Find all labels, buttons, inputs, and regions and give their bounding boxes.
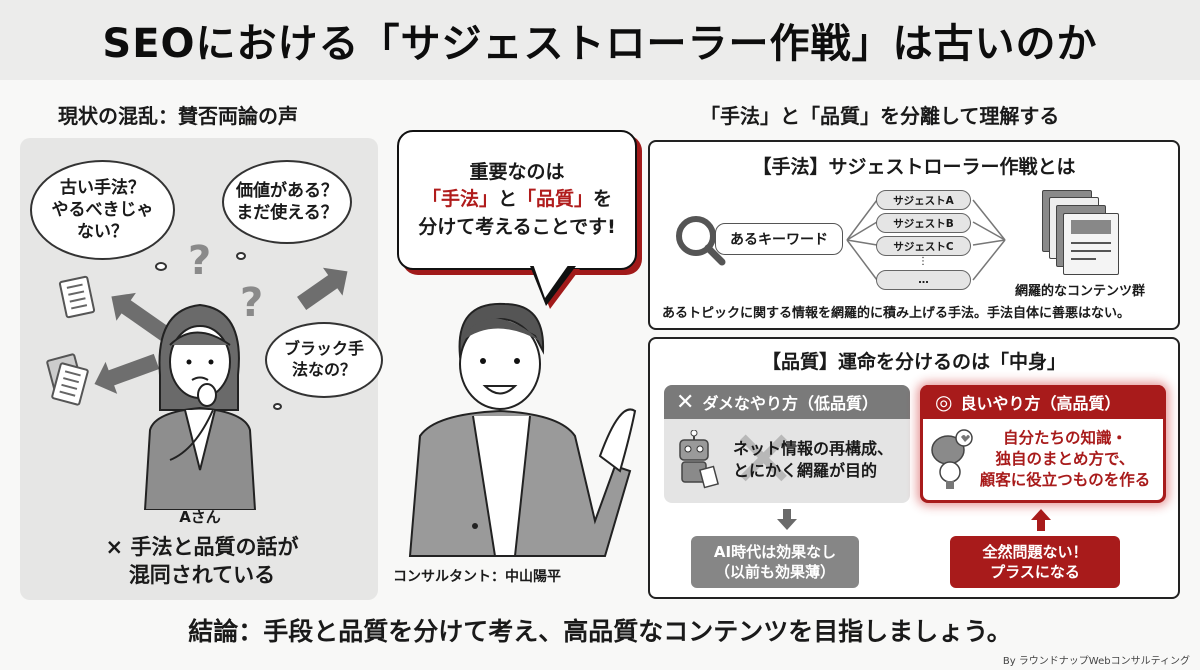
bubble-line: やるべきじゃ bbox=[51, 199, 154, 220]
robot-icon bbox=[679, 430, 720, 489]
magnifier-icon bbox=[676, 216, 726, 266]
brain-lightbulb-icon bbox=[931, 429, 973, 489]
suggest-more-pill: … bbox=[876, 270, 971, 290]
speech-line: 分けて考えることです! bbox=[418, 215, 616, 238]
good-body-line: 顧客に役立つものを作る bbox=[979, 470, 1151, 489]
right-heading: 「手法」と「品質」を分離して理解する bbox=[700, 104, 1060, 128]
title-band: SEOにおける「サジェストローラー作戦」は古いのか bbox=[0, 0, 1200, 80]
speech-tail-fill bbox=[533, 264, 569, 298]
suggest-b-pill: サジェストB bbox=[876, 213, 971, 233]
good-method-title: 良いやり方（高品質） bbox=[960, 394, 1121, 413]
good-body-line: 自分たちの知識・ bbox=[1002, 429, 1127, 447]
speech-connector: と bbox=[497, 188, 517, 211]
bad-result-box: AI時代は効果なし （以前も効果薄） bbox=[691, 536, 859, 588]
quality-keyword: 「品質」 bbox=[517, 188, 594, 211]
suggest-a-pill: サジェストA bbox=[876, 190, 971, 210]
bad-result-line: AI時代は効果なし bbox=[713, 542, 837, 561]
question-mark-icon: ? bbox=[188, 238, 212, 284]
method-description: あるトピックに関する情報を網羅的に積み上げる手法。手法自体に善悪はない。 bbox=[662, 306, 1131, 321]
confused-woman-illustration bbox=[143, 303, 257, 510]
bubble-line: 法なの？ bbox=[291, 360, 356, 379]
cross-icon: ✕ bbox=[676, 389, 695, 415]
suggest-fanout-lines bbox=[846, 199, 1006, 281]
bad-body-line: とにかく網羅が目的 bbox=[733, 460, 878, 480]
good-method-header: ◎ 良いやり方（高品質） bbox=[923, 385, 1163, 419]
bubble-line: ブラック手 bbox=[283, 339, 364, 359]
conclusion-text: 結論：手段と品質を分けて考え、高品質なコンテンツを目指しましょう。 bbox=[188, 617, 1012, 646]
good-result-box: 全然問題ない！ プラスになる bbox=[950, 536, 1120, 588]
bad-method-body: ネット情報の再構成、 とにかく網羅が目的 bbox=[733, 438, 893, 481]
thought-bubble-value: 価値がある？ まだ使える？ bbox=[222, 160, 352, 244]
bad-body-line: ネット情報の再構成、 bbox=[733, 439, 894, 458]
method-box-title: 【手法】サジェストローラー作戦とは bbox=[752, 156, 1076, 178]
speech-line: 重要なのは bbox=[469, 160, 565, 183]
thought-dot bbox=[155, 262, 167, 271]
double-circle-icon: ◎ bbox=[935, 390, 953, 414]
consultant-speech-bubble: 重要なのは 「手法」と「品質」を 分けて考えることです! bbox=[397, 130, 637, 270]
consultant-label: コンサルタント：中山陽平 bbox=[393, 569, 561, 585]
bubble-line: まだ使える？ bbox=[236, 203, 338, 223]
keyword-pill: あるキーワード bbox=[715, 223, 843, 255]
speech-connector: を bbox=[593, 188, 613, 211]
bad-method-title: ダメなやり方（低品質） bbox=[702, 394, 878, 413]
page-title: SEOにおける「サジェストローラー作戦」は古いのか bbox=[102, 21, 1098, 67]
person-a-label: Aさん bbox=[179, 508, 221, 526]
thought-bubble-black-hat: ブラック手 法なの？ bbox=[265, 322, 383, 398]
content-group-label: 網羅的なコンテンツ群 bbox=[1015, 284, 1146, 299]
big-cross-icon: ✕ bbox=[730, 413, 798, 506]
thought-bubble-old-method: 古い手法？ やるべきじゃ ない？ bbox=[30, 160, 175, 260]
thought-dot bbox=[236, 252, 246, 260]
down-arrow-icon bbox=[777, 509, 797, 530]
left-heading: 現状の混乱：賛否両論の声 bbox=[58, 104, 298, 128]
suggest-c-pill: サジェストC bbox=[876, 236, 971, 256]
good-method-card: ◎ 良いやり方（高品質） bbox=[920, 385, 1166, 503]
good-method-body: 自分たちの知識・ 独自のまとめ方で、 顧客に役立つものを作る bbox=[970, 428, 1160, 491]
thought-dot bbox=[273, 403, 282, 410]
good-body-line: 独自のまとめ方で、 bbox=[995, 449, 1135, 468]
good-result-line: プラスになる bbox=[990, 563, 1080, 581]
credit-text: By ラウンドナップWebコンサルティング bbox=[1002, 656, 1190, 667]
good-result-line: 全然問題ない！ bbox=[982, 542, 1088, 561]
bubble-line: 価値がある？ bbox=[236, 180, 338, 201]
quality-box-title: 【品質】運命を分けるのは「中身」 bbox=[761, 351, 1066, 373]
up-arrow-icon bbox=[1031, 509, 1051, 531]
confusion-statement: × 手法と品質の話が 混同されている bbox=[82, 533, 322, 590]
speech-line: 「手法」と「品質」を bbox=[422, 186, 612, 214]
confusion-line: × 手法と品質の話が bbox=[105, 535, 299, 559]
consultant-illustration bbox=[408, 302, 637, 557]
confusion-line: 混同されている bbox=[128, 563, 276, 588]
bubble-line: ない？ bbox=[77, 222, 128, 243]
question-mark-icon: ? bbox=[240, 280, 264, 326]
method-keyword: 「手法」 bbox=[421, 188, 498, 211]
vertical-ellipsis: ⋮ bbox=[918, 256, 928, 267]
bubble-line: 古い手法？ bbox=[60, 177, 145, 198]
bad-result-line: （以前も効果薄） bbox=[714, 563, 835, 581]
bad-method-header: ✕ ダメなやり方（低品質） bbox=[664, 385, 910, 419]
